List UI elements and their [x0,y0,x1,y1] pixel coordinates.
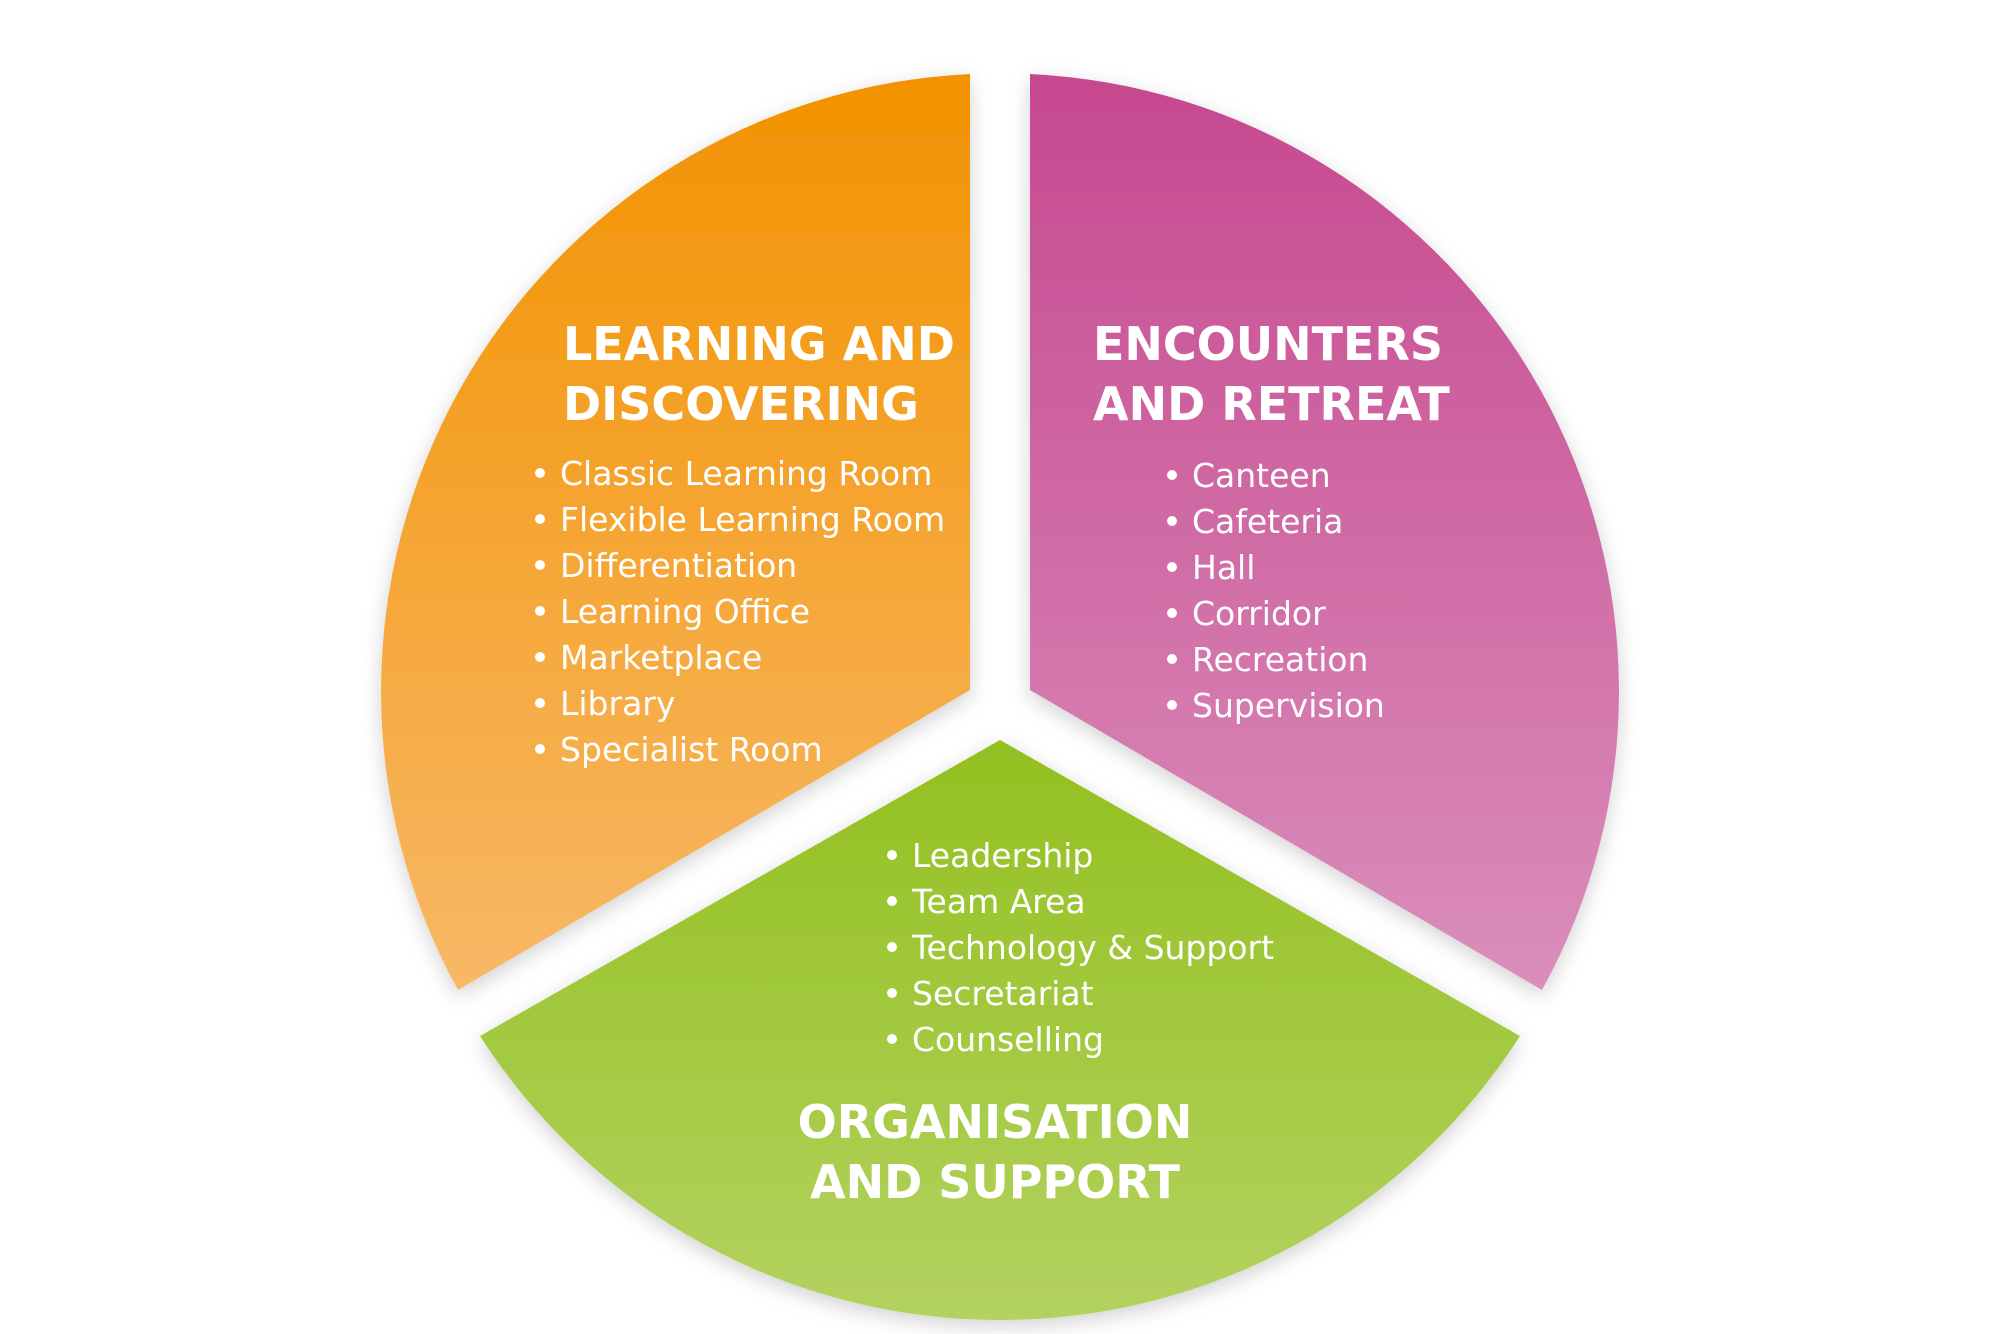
segment-learning: LEARNING AND DISCOVERING Classic Learnin… [535,317,955,769]
segment-organisation: Leadership Team Area Technology & Suppor… [798,836,1274,1209]
segment-learning-wedge [381,74,970,990]
list-item: Secretariat [887,974,1094,1013]
svg-text:Supervision: Supervision [1192,686,1385,725]
segment-learning-title-line-1: LEARNING AND [563,317,955,371]
svg-text:Classic Learning Room: Classic Learning Room [560,454,932,493]
svg-text:Secretariat: Secretariat [912,974,1094,1013]
segment-encounters-list: Canteen Cafeteria Hall Corridor Recreati… [1167,456,1385,725]
segment-organisation-title-line-2: AND SUPPORT [810,1155,1181,1209]
list-item: Team Area [887,882,1086,921]
svg-text:Differentiation: Differentiation [560,546,797,585]
segment-encounters: ENCOUNTERS AND RETREAT Canteen Cafeteria… [1093,317,1450,725]
list-item: Flexible Learning Room [535,500,945,539]
svg-text:Corridor: Corridor [1192,594,1326,633]
svg-text:Hall: Hall [1192,548,1255,587]
svg-text:Cafeteria: Cafeteria [1192,502,1343,541]
list-item: Supervision [1167,686,1385,725]
svg-text:Technology & Support: Technology & Support [911,928,1274,967]
segment-encounters-title-line-1: ENCOUNTERS [1093,317,1443,371]
svg-text:Flexible Learning Room: Flexible Learning Room [560,500,945,539]
list-item: Classic Learning Room [535,454,932,493]
list-item: Learning Office [535,592,810,631]
svg-text:Recreation: Recreation [1192,640,1368,679]
list-item: Specialist Room [535,730,823,769]
segment-encounters-title-line-2: AND RETREAT [1093,377,1450,431]
segment-organisation-wedge [480,740,1520,1321]
svg-text:Marketplace: Marketplace [560,638,762,677]
segment-organisation-list: Leadership Team Area Technology & Suppor… [887,836,1274,1059]
list-item: Library [535,684,675,723]
svg-text:Canteen: Canteen [1192,456,1331,495]
list-item: Recreation [1167,640,1368,679]
svg-text:Team Area: Team Area [911,882,1086,921]
list-item: Counselling [887,1020,1104,1059]
list-item: Cafeteria [1167,502,1343,541]
list-item: Corridor [1167,594,1326,633]
svg-text:Learning Office: Learning Office [560,592,810,631]
list-item: Hall [1167,548,1255,587]
list-item: Canteen [1167,456,1331,495]
list-item: Leadership [887,836,1093,875]
svg-text:Library: Library [560,684,675,723]
segment-learning-title-line-2: DISCOVERING [563,377,919,431]
segment-learning-list: Classic Learning Room Flexible Learning … [535,454,945,769]
list-item: Technology & Support [887,928,1274,967]
svg-text:Counselling: Counselling [912,1020,1104,1059]
segment-encounters-wedge [1030,74,1619,990]
svg-text:Leadership: Leadership [912,836,1093,875]
segment-organisation-title-line-1: ORGANISATION [798,1095,1193,1149]
list-item: Marketplace [535,638,762,677]
list-item: Differentiation [535,546,797,585]
svg-text:Specialist Room: Specialist Room [560,730,823,769]
